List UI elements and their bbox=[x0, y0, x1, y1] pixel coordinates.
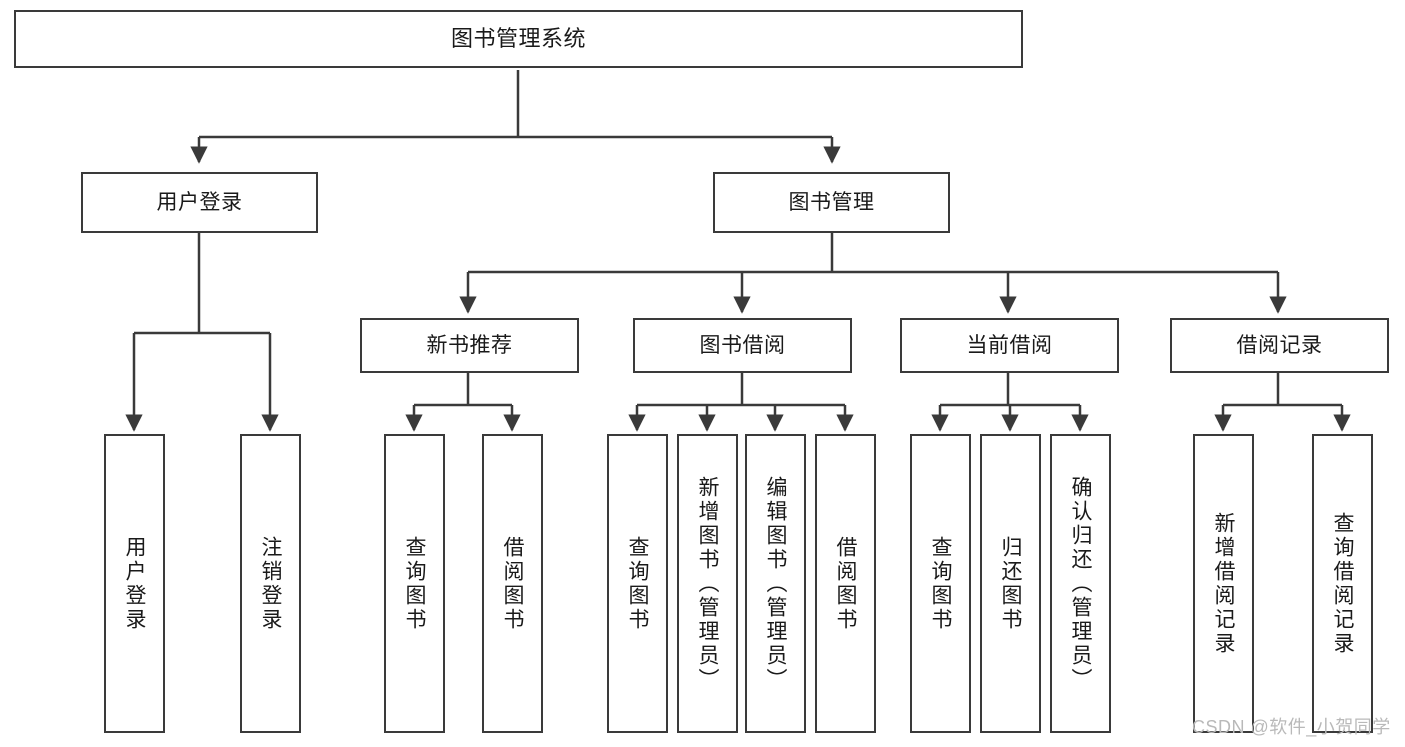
leaf-label: 查询图书 bbox=[929, 535, 952, 632]
leaf-return-book[interactable]: 归还图书 bbox=[980, 434, 1041, 733]
leaf-label: 借阅图书 bbox=[501, 535, 524, 632]
leaf-label: 新增图书（管理员） bbox=[696, 475, 719, 692]
leaf-label: 注销登录 bbox=[259, 535, 282, 632]
leaf-label: 用户登录 bbox=[123, 535, 146, 632]
node-borrow-record[interactable]: 借阅记录 bbox=[1170, 318, 1389, 373]
leaf-logout[interactable]: 注销登录 bbox=[240, 434, 301, 733]
node-new-book-recommend[interactable]: 新书推荐 bbox=[360, 318, 579, 373]
leaf-borrow-book[interactable]: 借阅图书 bbox=[815, 434, 876, 733]
leaf-confirm-return-admin[interactable]: 确认归还（管理员） bbox=[1050, 434, 1111, 733]
leaf-label: 新增借阅记录 bbox=[1212, 511, 1235, 656]
leaf-label: 查询图书 bbox=[403, 535, 426, 632]
leaf-label: 归还图书 bbox=[999, 535, 1022, 632]
leaf-user-login[interactable]: 用户登录 bbox=[104, 434, 165, 733]
leaf-add-book-admin[interactable]: 新增图书（管理员） bbox=[677, 434, 738, 733]
leaf-label: 查询借阅记录 bbox=[1331, 511, 1354, 656]
leaf-query-book-borrow[interactable]: 查询图书 bbox=[607, 434, 668, 733]
leaf-borrow-book-recommend[interactable]: 借阅图书 bbox=[482, 434, 543, 733]
node-current-borrow[interactable]: 当前借阅 bbox=[900, 318, 1119, 373]
leaf-label: 编辑图书（管理员） bbox=[764, 475, 787, 692]
watermark-text: CSDN @软件_小贺同学 bbox=[1192, 717, 1391, 737]
leaf-add-borrow-record[interactable]: 新增借阅记录 bbox=[1193, 434, 1254, 733]
leaf-query-book-recommend[interactable]: 查询图书 bbox=[384, 434, 445, 733]
leaf-label: 查询图书 bbox=[626, 535, 649, 632]
leaf-edit-book-admin[interactable]: 编辑图书（管理员） bbox=[745, 434, 806, 733]
node-book-borrow[interactable]: 图书借阅 bbox=[633, 318, 852, 373]
leaf-label: 确认归还（管理员） bbox=[1069, 475, 1092, 692]
node-root[interactable]: 图书管理系统 bbox=[14, 10, 1023, 68]
leaf-query-borrow-record[interactable]: 查询借阅记录 bbox=[1312, 434, 1373, 733]
node-book-management[interactable]: 图书管理 bbox=[713, 172, 950, 233]
node-user-login[interactable]: 用户登录 bbox=[81, 172, 318, 233]
leaf-query-book-current[interactable]: 查询图书 bbox=[910, 434, 971, 733]
leaf-label: 借阅图书 bbox=[834, 535, 857, 632]
